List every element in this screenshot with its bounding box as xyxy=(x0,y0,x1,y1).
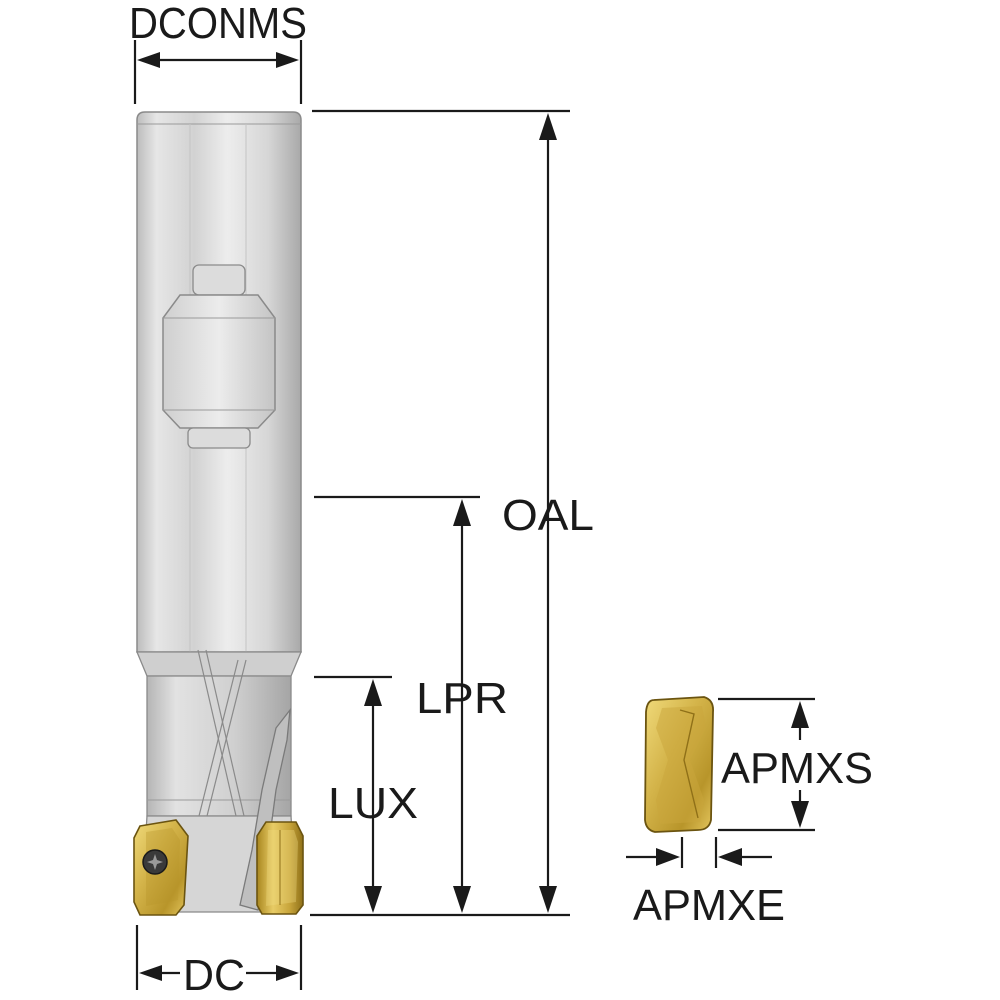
end-mill-body xyxy=(133,111,304,916)
label-lux: LUX xyxy=(328,779,418,828)
chip-flute xyxy=(239,707,291,911)
label-apmxe: APMXE xyxy=(633,881,785,930)
label-lpr: LPR xyxy=(416,674,508,723)
label-apmxs: APMXS xyxy=(721,744,873,793)
right-insert xyxy=(256,821,304,915)
label-oal: OAL xyxy=(502,491,594,540)
label-dc: DC xyxy=(183,951,245,1000)
label-dconms: DCONMS xyxy=(129,0,307,48)
left-insert xyxy=(133,819,189,916)
insert-detail xyxy=(626,696,815,868)
dimension-lines xyxy=(133,40,570,990)
weldon-flat xyxy=(162,264,276,449)
dimension-labels: DCONMS OAL LPR LUX DC APMXS APMXE xyxy=(129,0,873,1000)
